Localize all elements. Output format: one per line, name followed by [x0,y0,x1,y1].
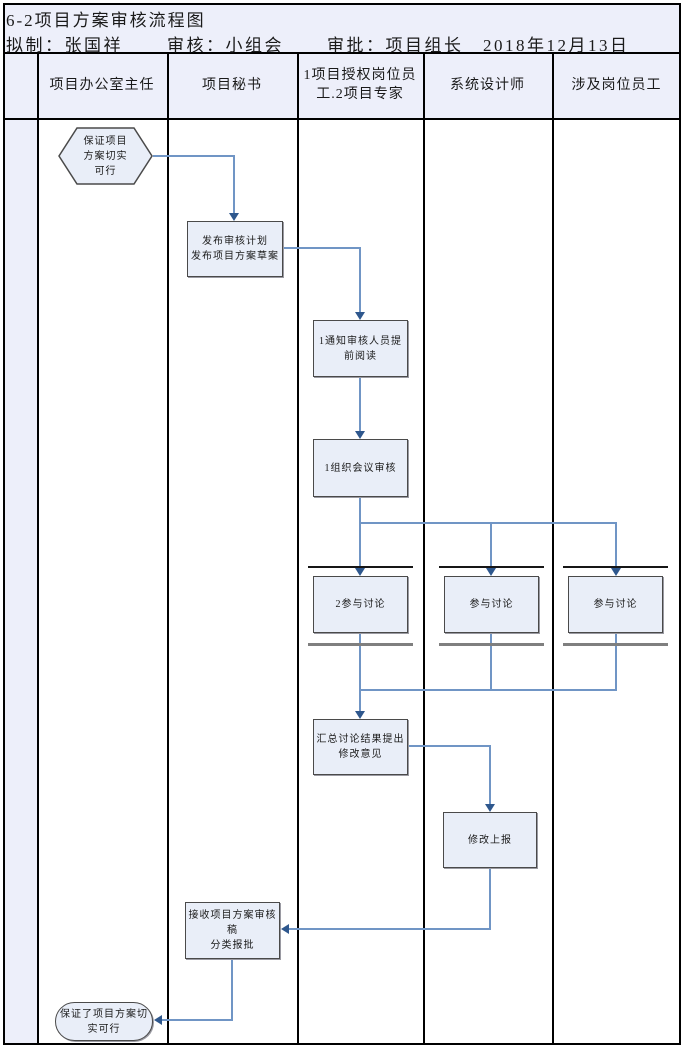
connector-fork-h [359,522,617,524]
end-node-stadium: 保证了项目方案切 实可行 [55,1002,153,1041]
process-notify-reviewers: 1通知审核人员提 前阅读 [313,320,408,377]
process-revise-report: 修改上报 [443,812,537,868]
join-bar-staff [563,643,668,646]
arrowhead-into-discuss-staff [611,568,621,576]
fork-bar-staff [563,566,668,568]
connector-summarize-revise-v [489,745,491,804]
process-summarize-results-label: 汇总讨论结果提出 修改意见 [316,734,405,760]
lane-header-involved-staff: 涉及岗位员工 [571,77,662,93]
join-bar-designer [439,643,544,646]
arrowhead-into-notify [355,312,365,320]
lane-header-office-director: 项目办公室主任 [49,77,155,93]
arrowhead-into-receive [281,924,289,934]
process-notify-reviewers-label: 1通知审核人员提 前阅读 [319,335,402,362]
lane-header-system-designer: 系统设计师 [450,77,525,93]
connector-summarize-revise-h [408,745,491,747]
connector-publish-notify-v [359,247,361,312]
left-margin-band [3,120,37,1045]
process-revise-report-label: 修改上报 [468,834,512,846]
process-discuss-designer-label: 参与讨论 [469,599,514,610]
fork-bar-designer [439,566,544,568]
lane-border-0 [37,52,39,1045]
process-discuss-expert: 2参与讨论 [313,576,408,633]
header-divider [3,118,681,120]
meta-date: 2018年12月13日 [483,36,630,55]
connector-organize-fork-v1 [359,497,361,568]
connector-join-v1 [359,633,361,711]
title-divider [3,52,681,54]
connector-receive-end-v [231,959,233,1021]
connector-revise-receive-v [489,868,491,930]
process-discuss-designer: 参与讨论 [444,576,539,633]
title-band [3,3,681,52]
arrowhead-into-discuss-expert [355,568,365,576]
process-organize-meeting: 1组织会议审核 [313,439,408,497]
arrowhead-into-summarize [355,711,365,719]
connector-join-v3 [615,633,617,691]
lane-header-project-secretary: 项目秘书 [202,77,262,93]
lane-border-2 [297,52,299,1045]
arrowhead-into-end [154,1015,162,1025]
lane-header-band [3,52,681,120]
meta-approved: 审批：项目组长 [327,36,464,55]
start-node-label: 保证项目 方案切实 可行 [83,135,128,177]
arrowhead-into-discuss-designer [486,568,496,576]
connector-join-h [359,689,617,691]
process-receive-draft-label: 接收项目方案审核 稿 分类报批 [188,910,277,951]
start-node-hexagon: 保证项目 方案切实 可行 [58,127,153,185]
end-node-label: 保证了项目方案切 实可行 [60,1008,148,1035]
process-discuss-staff-label: 参与讨论 [593,599,638,610]
arrowhead-into-revise [485,804,495,812]
connector-start-publish-v [233,155,235,213]
connector-revise-receive-h [289,928,491,930]
connector-fork-v3 [615,522,617,568]
process-discuss-expert-label: 2参与讨论 [335,599,386,610]
arrowhead-into-organize [355,431,365,439]
process-discuss-staff: 参与讨论 [568,576,663,633]
meta-prepared: 拟制：张国祥 [6,36,123,55]
connector-receive-end-h [162,1019,232,1021]
connector-publish-notify-h [283,247,361,249]
fork-bar-expert [308,566,413,568]
lane-header-authorized-staff-experts: 1项目授权岗位员工.2项目专家 [303,68,417,102]
process-publish-plan-label: 发布审核计划 发布项目方案草案 [191,236,279,262]
hexagon-shape [58,127,153,185]
connector-join-v2 [490,633,492,691]
connector-fork-v2 [490,522,492,568]
lane-border-1 [167,52,169,1045]
process-publish-plan: 发布审核计划 发布项目方案草案 [187,221,283,277]
process-summarize-results: 汇总讨论结果提出 修改意见 [313,719,408,775]
connector-start-publish-h [153,155,235,157]
lane-border-4 [552,52,554,1045]
connector-notify-organize [359,377,361,431]
meta-reviewed: 审核：小组会 [167,36,284,55]
lane-border-3 [423,52,425,1045]
arrowhead-into-publish [229,213,239,221]
process-receive-draft: 接收项目方案审核 稿 分类报批 [185,902,280,959]
process-organize-meeting-label: 1组织会议审核 [324,462,397,474]
page-title: 6-2项目方案审核流程图 [6,11,206,30]
join-bar-expert [308,643,413,646]
